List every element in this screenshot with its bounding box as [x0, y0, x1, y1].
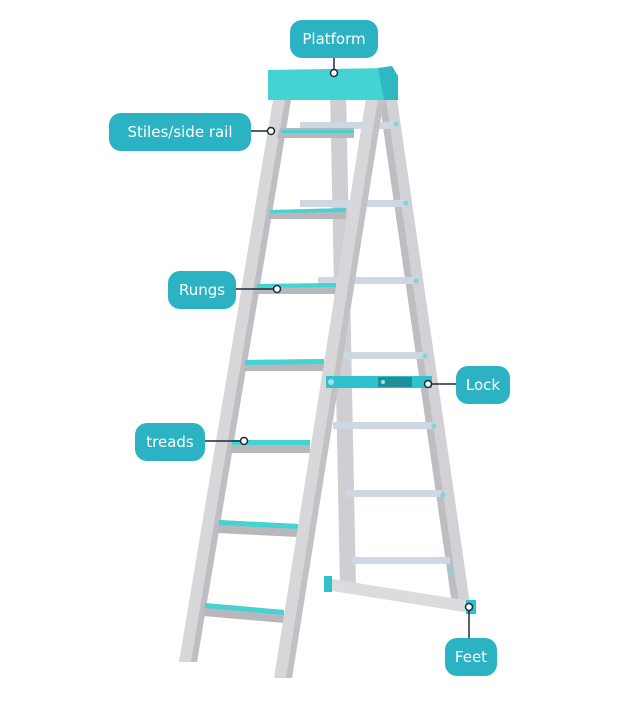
stiles-label: Stiles/side rail — [109, 113, 251, 151]
leader-dot — [423, 379, 433, 389]
feet-label: Feet — [445, 638, 497, 676]
back-rung — [346, 490, 442, 497]
leader-dot — [239, 436, 249, 446]
back-rung — [300, 122, 396, 129]
lock-pivot — [381, 380, 385, 384]
back-stile-right-shade — [378, 92, 459, 604]
rivet — [403, 200, 409, 206]
back-rung — [318, 277, 415, 284]
rivet — [413, 278, 419, 284]
treads-label: treads — [135, 423, 205, 461]
rivet — [422, 353, 428, 359]
back-rung — [340, 352, 424, 359]
leader-dot — [272, 284, 282, 294]
rivet — [448, 568, 454, 574]
lock-bar-clip — [378, 377, 412, 387]
platform-label: Platform — [290, 20, 378, 58]
leader-dot — [329, 68, 339, 78]
feet-cap-left — [324, 576, 332, 592]
tread — [232, 440, 310, 445]
rivet — [431, 423, 437, 429]
rivet — [440, 492, 446, 498]
front-stile-left-shade — [191, 100, 291, 662]
feet-bar — [326, 578, 476, 614]
tread — [245, 359, 324, 365]
platform — [268, 68, 398, 100]
back-rung — [333, 422, 433, 429]
rivet — [393, 121, 399, 127]
lock-label: Lock — [456, 366, 510, 404]
leader-dot — [266, 126, 276, 136]
tread — [219, 520, 298, 529]
tread — [205, 603, 284, 615]
tread — [281, 130, 354, 133]
rungs-label: Rungs — [168, 271, 236, 309]
leader-dot — [464, 602, 474, 612]
platform-side — [378, 66, 398, 100]
tread — [270, 208, 346, 213]
back-rung — [352, 557, 450, 564]
lock-pivot — [328, 379, 334, 385]
